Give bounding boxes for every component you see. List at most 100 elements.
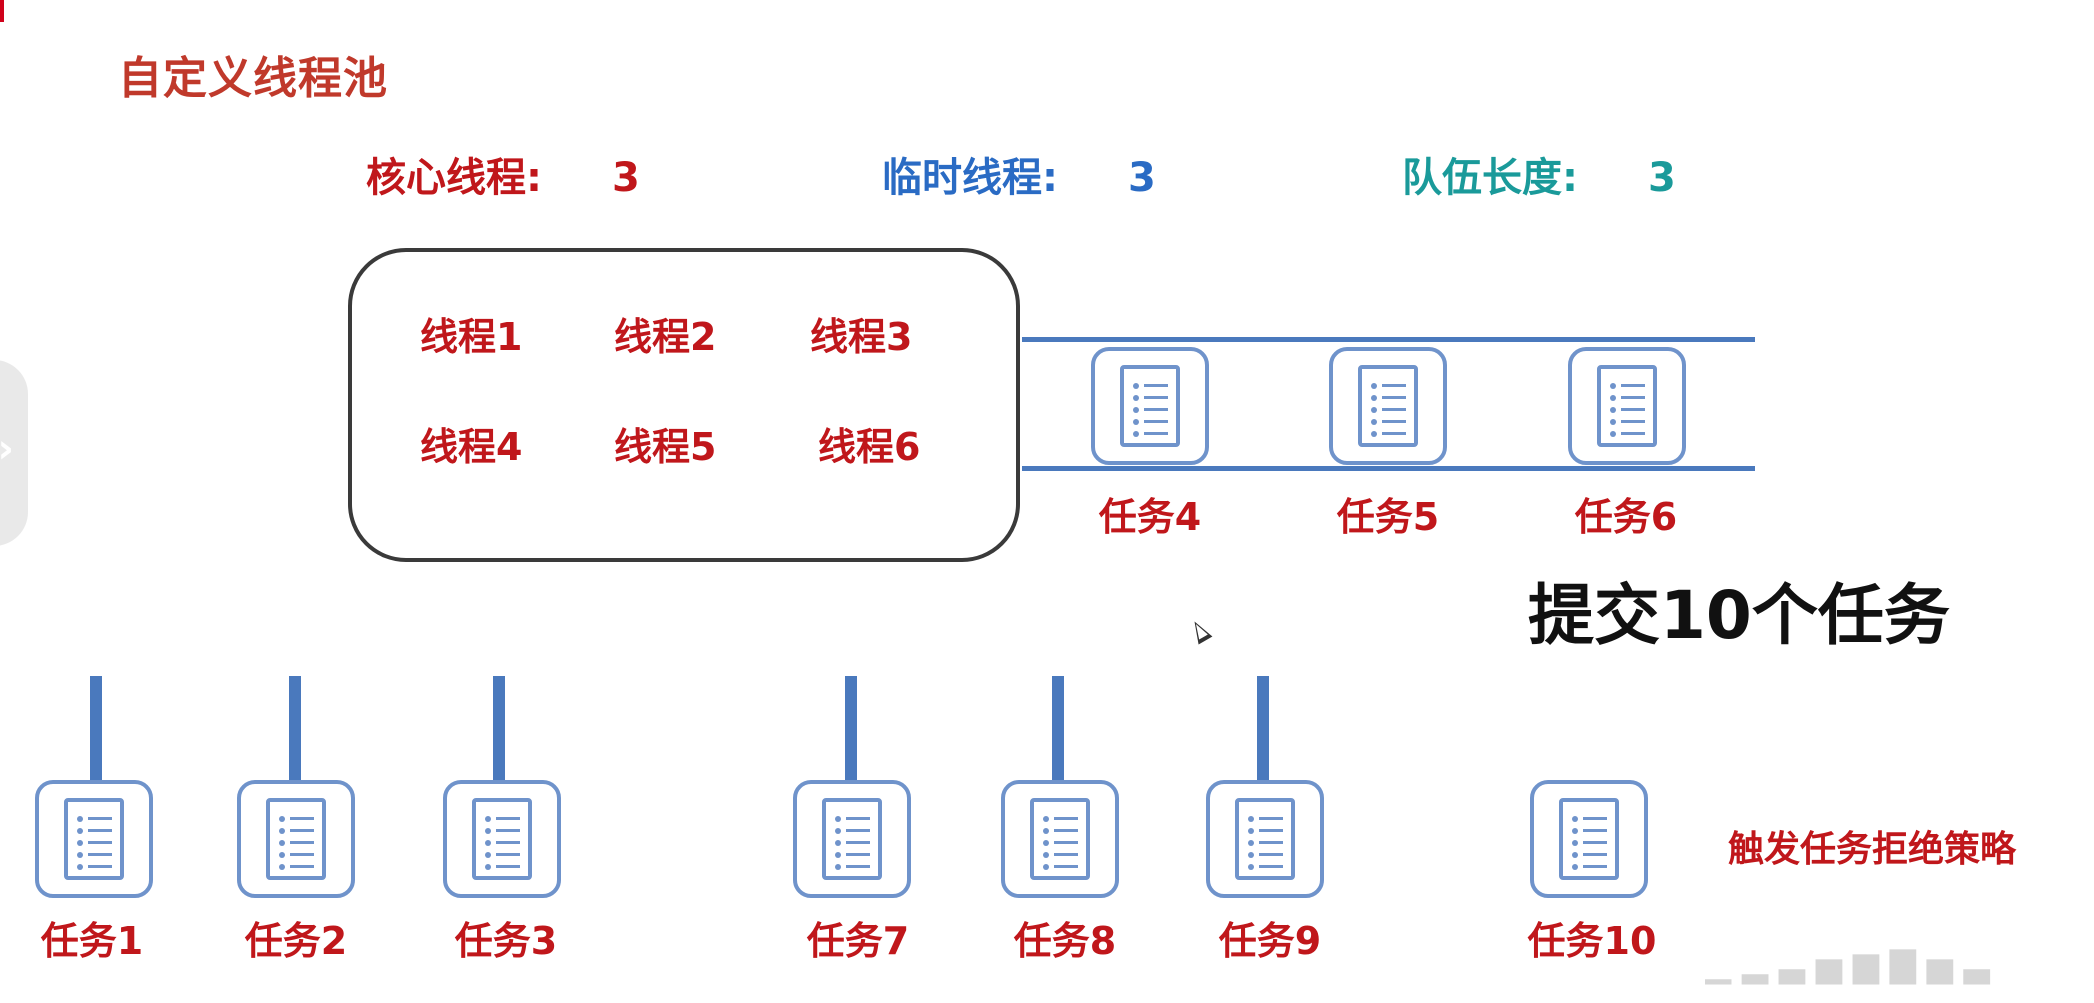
queue-task-label: 任务4: [1098, 495, 1202, 539]
list-line: [496, 853, 520, 856]
list-line: [1621, 408, 1645, 411]
thread-label: 线程5: [614, 425, 717, 469]
list-line: [290, 817, 314, 820]
prev-slide-button[interactable]: ›: [0, 360, 28, 546]
list-bullet: [279, 828, 285, 834]
list-bullet: [1371, 395, 1377, 401]
list-bullet: [485, 840, 491, 846]
list-line: [1144, 396, 1168, 399]
list-bullet: [1572, 840, 1578, 846]
list-line: [290, 865, 314, 868]
list-bullet: [835, 828, 841, 834]
thread-connector: [845, 676, 857, 782]
page-title: 自定义线程池: [118, 53, 388, 104]
task-label: 任务7: [806, 919, 910, 963]
task-label: 任务8: [1013, 919, 1117, 963]
document-sheet: [1559, 798, 1619, 880]
list-bullet: [1371, 431, 1377, 437]
document-list-icon: [1568, 347, 1686, 465]
list-bullet: [1610, 407, 1616, 413]
list-line: [846, 841, 870, 844]
reject-policy-text: 触发任务拒绝策略: [1728, 829, 2017, 870]
document-list-icon: [1001, 780, 1119, 898]
list-line: [88, 817, 112, 820]
list-bullet: [1133, 431, 1139, 437]
list-line: [1054, 841, 1078, 844]
list-line: [1382, 384, 1406, 387]
document-sheet: [1597, 365, 1657, 447]
list-line: [1583, 829, 1607, 832]
submit-tasks-text: 提交10个任务: [1528, 577, 1950, 654]
video-watermark: ▁ ▂ ▃ ▅ ▆ ▇ ▅ ▃: [1705, 945, 1990, 985]
document-list-icon: [793, 780, 911, 898]
list-line: [846, 853, 870, 856]
temp-thread-value: 3: [1128, 155, 1156, 201]
list-line: [846, 829, 870, 832]
thread-label: 线程3: [810, 315, 913, 359]
mouse-pointer-icon: [1187, 617, 1213, 645]
document-sheet: [472, 798, 532, 880]
list-line: [1144, 408, 1168, 411]
list-bullet: [77, 840, 83, 846]
list-bullet: [1371, 383, 1377, 389]
list-line: [1144, 384, 1168, 387]
list-line: [88, 829, 112, 832]
list-bullet: [77, 852, 83, 858]
document-list-icon: [1329, 347, 1447, 465]
list-line: [496, 841, 520, 844]
list-line: [1583, 865, 1607, 868]
document-sheet: [822, 798, 882, 880]
list-line: [846, 817, 870, 820]
list-line: [1583, 817, 1607, 820]
task-label: 任务3: [454, 919, 558, 963]
task-label: 任务1: [40, 919, 144, 963]
chevron-right-icon: ›: [0, 426, 14, 472]
thread-connector: [1257, 676, 1269, 782]
list-line: [496, 865, 520, 868]
list-bullet: [485, 852, 491, 858]
thread-label: 线程6: [818, 425, 921, 469]
list-line: [1259, 865, 1283, 868]
document-sheet: [1235, 798, 1295, 880]
list-line: [1054, 853, 1078, 856]
queue-length-label: 队伍长度:: [1402, 155, 1578, 201]
document-list-icon: [1530, 780, 1648, 898]
list-bullet: [1572, 852, 1578, 858]
list-bullet: [1133, 383, 1139, 389]
list-bullet: [279, 816, 285, 822]
document-sheet: [1358, 365, 1418, 447]
list-line: [1621, 420, 1645, 423]
list-bullet: [1043, 816, 1049, 822]
list-bullet: [1043, 864, 1049, 870]
list-line: [1259, 817, 1283, 820]
list-bullet: [1043, 852, 1049, 858]
list-line: [1259, 841, 1283, 844]
document-list-icon: [237, 780, 355, 898]
thread-connector: [90, 676, 102, 782]
thread-label: 线程4: [420, 425, 523, 469]
list-bullet: [835, 864, 841, 870]
document-list-icon: [35, 780, 153, 898]
thread-label: 线程1: [420, 315, 523, 359]
list-bullet: [1043, 828, 1049, 834]
list-line: [846, 865, 870, 868]
list-line: [1583, 841, 1607, 844]
list-bullet: [1133, 407, 1139, 413]
core-thread-param: 核心线程:3: [366, 145, 640, 203]
document-sheet: [1120, 365, 1180, 447]
document-sheet: [1030, 798, 1090, 880]
task-label: 任务2: [244, 919, 348, 963]
list-bullet: [1133, 395, 1139, 401]
list-line: [1382, 420, 1406, 423]
list-bullet: [835, 840, 841, 846]
list-line: [1259, 829, 1283, 832]
list-bullet: [1610, 395, 1616, 401]
list-line: [1382, 408, 1406, 411]
document-sheet: [266, 798, 326, 880]
list-line: [88, 853, 112, 856]
list-bullet: [1572, 864, 1578, 870]
list-bullet: [835, 816, 841, 822]
list-bullet: [1610, 419, 1616, 425]
queue-length-value: 3: [1648, 155, 1676, 201]
list-line: [290, 841, 314, 844]
